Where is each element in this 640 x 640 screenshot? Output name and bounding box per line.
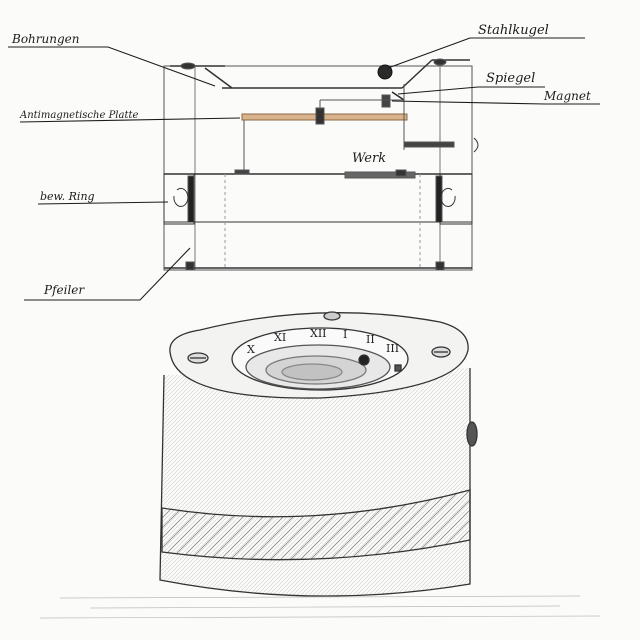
numeral-iii: III: [386, 342, 399, 355]
crown-stem: [403, 141, 455, 148]
ring-right: [439, 173, 473, 225]
perspective-view: [159, 311, 478, 597]
leader-spiegel: [397, 86, 545, 95]
dial-core: [281, 363, 343, 381]
dial-steel-ball: [358, 354, 370, 366]
housing-outline: [163, 65, 473, 271]
case-body: [159, 368, 471, 597]
screw-hole-right: [433, 58, 447, 66]
cross-section: [163, 58, 479, 271]
plate-clamp: [315, 107, 325, 125]
leader-pfeiler: [24, 247, 191, 301]
numeral-i: I: [343, 328, 347, 341]
leader-lines: [8, 37, 600, 301]
numeral-xi: XI: [274, 331, 286, 344]
leader-stahlkugel: [387, 37, 585, 69]
rotate-arrow-left: [173, 187, 189, 207]
numeral-ii: II: [366, 333, 375, 346]
leader-ring: [37, 201, 169, 205]
dial-numerals: X XI XII I II III: [247, 327, 399, 356]
screw-hole-left: [180, 62, 196, 70]
base-foot-left: [185, 261, 195, 271]
label-platte: Antimagnetische Platte: [19, 110, 138, 121]
label-ring: bew. Ring: [40, 190, 95, 203]
crown-knob: [473, 137, 479, 153]
top-screw-back: [323, 311, 341, 321]
dial-marker: [394, 364, 402, 372]
label-spiegel: Spiegel: [486, 71, 535, 86]
label-werk: Werk: [352, 151, 386, 166]
movement-screw-left: [234, 169, 250, 175]
label-pfeiler: Pfeiler: [43, 283, 85, 297]
ground-line-3: [39, 615, 601, 619]
label-stahlkugel: Stahlkugel: [478, 23, 549, 38]
movement-gear: [395, 169, 407, 177]
numeral-xii: XII: [310, 327, 327, 340]
label-bohrung: Bohrungen: [11, 32, 79, 46]
ground-shadow: [39, 595, 601, 619]
leader-magnet: [391, 100, 600, 105]
label-magnet: Magnet: [543, 89, 591, 103]
ring-left-bar: [187, 175, 195, 223]
numeral-x: X: [247, 343, 255, 356]
rotate-arrow-right: [440, 187, 456, 207]
steel-ball: [377, 64, 393, 80]
movement-works: [344, 171, 416, 179]
mirror-line: [391, 91, 405, 101]
ground-line-2: [89, 605, 561, 609]
ground-line-1: [59, 595, 581, 599]
magnet-block: [381, 94, 391, 108]
leader-bohrung: [8, 46, 216, 87]
rotating-band: [161, 489, 471, 561]
lid-bevel-left: [204, 67, 233, 89]
crown: [466, 421, 478, 447]
leader-platte: [19, 117, 241, 123]
lid-bevel-right: [401, 59, 433, 89]
base-foot-right: [435, 261, 445, 271]
